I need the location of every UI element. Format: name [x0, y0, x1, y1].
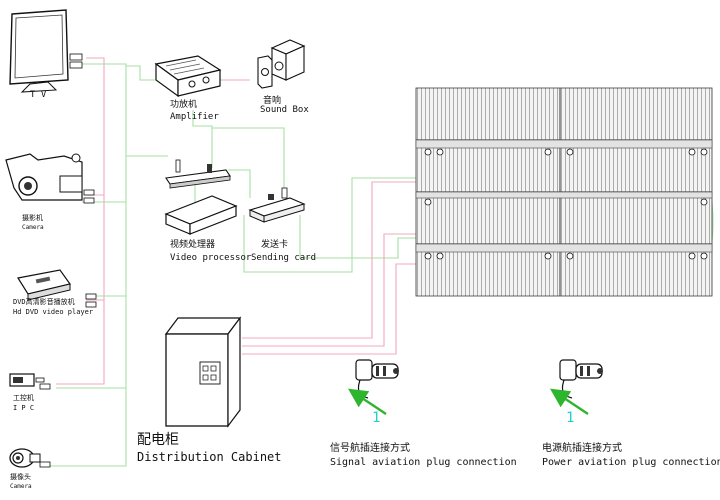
- dvd-label-zh: DVD高清影音播放机: [13, 298, 75, 306]
- power-connection-label-zh: 电源航插连接方式: [542, 443, 622, 454]
- camera-icon: [5, 153, 95, 204]
- signal-connection-label-zh: 信号航插连接方式: [330, 443, 410, 454]
- power-step-number: 1: [566, 410, 575, 426]
- sending-card-label-en: Sending card: [251, 253, 317, 263]
- camera-label-zh: 摄影机: [22, 214, 43, 222]
- ipc-icon: [9, 373, 51, 390]
- video-processor-label-zh: 视频处理器: [170, 240, 216, 250]
- sound-box-icon: [257, 39, 306, 89]
- pink-power-cable-2: [242, 233, 416, 347]
- webcam-label-zh: 摄像头: [10, 473, 31, 481]
- signal-plug-icon: [348, 359, 399, 415]
- camera-label-en: Camera: [22, 224, 44, 231]
- ipc-label-en: I P C: [13, 404, 35, 412]
- dvd-player-icon: [17, 269, 97, 308]
- green-cable-main-bus: [50, 63, 127, 467]
- sending-card-label-zh: 发送卡: [261, 240, 289, 250]
- pink-cable-tv-ipc: [56, 57, 105, 385]
- amplifier-label-zh: 功放机: [170, 100, 198, 110]
- green-cable-to-amplifier: [126, 65, 155, 81]
- green-cable-amp-switch: [192, 110, 213, 168]
- sound-box-label-en: Sound Box: [260, 105, 309, 115]
- amplifier-icon: [154, 55, 222, 98]
- amplifier-label-en: Amplifier: [170, 112, 219, 122]
- distribution-cabinet-icon: [164, 316, 242, 428]
- video-processor-icon: [164, 195, 238, 235]
- power-plug-icon: [550, 359, 603, 415]
- pink-power-cable-3: [242, 263, 416, 355]
- dvd-label-en: Hd DVD video player: [13, 308, 94, 316]
- green-cable-sendingcard-top: [212, 127, 285, 196]
- video-processor-label-en: Video processor: [170, 253, 252, 263]
- green-cable-switch-sendingcard: [228, 169, 251, 198]
- power-connection-label-en: Power aviation plug connection: [542, 457, 720, 468]
- switch-strip-icon: [165, 159, 231, 189]
- tv-label: T V: [30, 90, 47, 100]
- led-wall: [415, 87, 713, 297]
- webcam-label-en: Camera: [10, 483, 32, 490]
- ipc-label-zh: 工控机: [13, 394, 34, 402]
- tv-icon: [9, 9, 83, 93]
- sound-box-label-zh: 音响: [263, 96, 282, 106]
- pink-power-cable-1: [242, 181, 416, 339]
- cabinet-label-zh: 配电柜: [137, 432, 179, 448]
- cabinet-label-en: Distribution Cabinet: [137, 450, 282, 464]
- webcam-icon: [9, 448, 51, 468]
- green-cable-to-wall-mid: [299, 215, 416, 259]
- green-cable-to-wall-top: [243, 177, 416, 273]
- sending-card-icon: [248, 187, 306, 223]
- signal-connection-label-en: Signal aviation plug connection: [330, 457, 517, 468]
- signal-step-number: 1: [372, 410, 381, 426]
